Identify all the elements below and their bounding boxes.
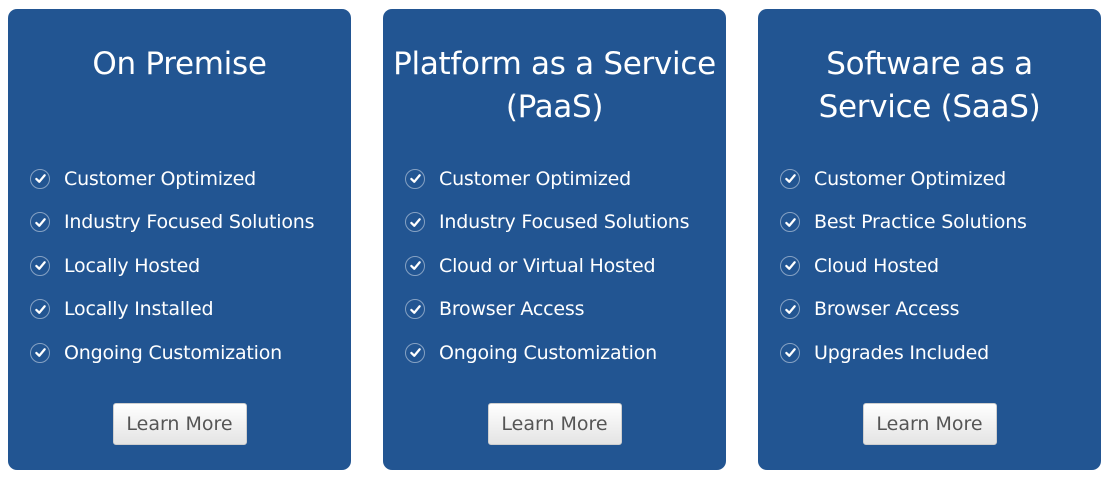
feature-item: Customer Optimized <box>30 157 351 201</box>
check-circle-icon <box>780 299 800 320</box>
check-circle-icon <box>405 168 425 189</box>
feature-label: Ongoing Customization <box>439 341 657 364</box>
check-circle-icon <box>780 212 800 233</box>
learn-more-button[interactable]: Learn More <box>487 403 622 445</box>
check-circle-icon <box>405 299 425 320</box>
feature-label: Locally Hosted <box>64 254 201 277</box>
feature-item: Best Practice Solutions <box>780 201 1101 245</box>
feature-label: Customer Optimized <box>814 167 1006 190</box>
feature-item: Locally Installed <box>30 288 351 332</box>
card-title: On Premise <box>92 46 267 82</box>
check-circle-icon <box>30 212 50 233</box>
feature-item: Locally Hosted <box>30 244 351 288</box>
check-circle-icon <box>780 168 800 189</box>
feature-item: Ongoing Customization <box>30 331 351 375</box>
check-circle-icon <box>405 255 425 276</box>
check-circle-icon <box>780 342 800 363</box>
feature-label: Industry Focused Solutions <box>64 211 315 234</box>
check-circle-icon <box>30 168 50 189</box>
check-circle-icon <box>405 212 425 233</box>
check-circle-icon <box>780 255 800 276</box>
feature-label: Cloud Hosted <box>814 254 939 277</box>
feature-item: Browser Access <box>405 288 726 332</box>
learn-more-button[interactable]: Learn More <box>112 403 247 445</box>
card-title: Software as a Service (SaaS) <box>818 46 1041 125</box>
feature-label: Locally Installed <box>64 298 214 321</box>
feature-label: Browser Access <box>439 298 585 321</box>
feature-item: Customer Optimized <box>780 157 1101 201</box>
card-paas: Platform as a Service (PaaS) Customer Opt… <box>383 9 726 470</box>
feature-item: Industry Focused Solutions <box>405 201 726 245</box>
check-circle-icon <box>30 255 50 276</box>
feature-label: Cloud or Virtual Hosted <box>439 254 656 277</box>
feature-item: Customer Optimized <box>405 157 726 201</box>
check-circle-icon <box>30 342 50 363</box>
feature-item: Ongoing Customization <box>405 331 726 375</box>
feature-label: Best Practice Solutions <box>814 211 1027 234</box>
learn-more-button[interactable]: Learn More <box>862 403 997 445</box>
feature-label: Ongoing Customization <box>64 341 282 364</box>
check-circle-icon <box>30 299 50 320</box>
feature-item: Cloud Hosted <box>780 244 1101 288</box>
feature-item: Cloud or Virtual Hosted <box>405 244 726 288</box>
card-title: Platform as a Service (PaaS) <box>393 46 716 125</box>
feature-label: Customer Optimized <box>439 167 631 190</box>
check-circle-icon <box>405 342 425 363</box>
card-saas: Software as a Service (SaaS) Customer Opt… <box>758 9 1101 470</box>
feature-label: Industry Focused Solutions <box>439 211 690 234</box>
feature-label: Browser Access <box>814 298 960 321</box>
feature-item: Browser Access <box>780 288 1101 332</box>
feature-label: Customer Optimized <box>64 167 256 190</box>
feature-label: Upgrades Included <box>814 341 989 364</box>
feature-item: Industry Focused Solutions <box>30 201 351 245</box>
feature-item: Upgrades Included <box>780 331 1101 375</box>
